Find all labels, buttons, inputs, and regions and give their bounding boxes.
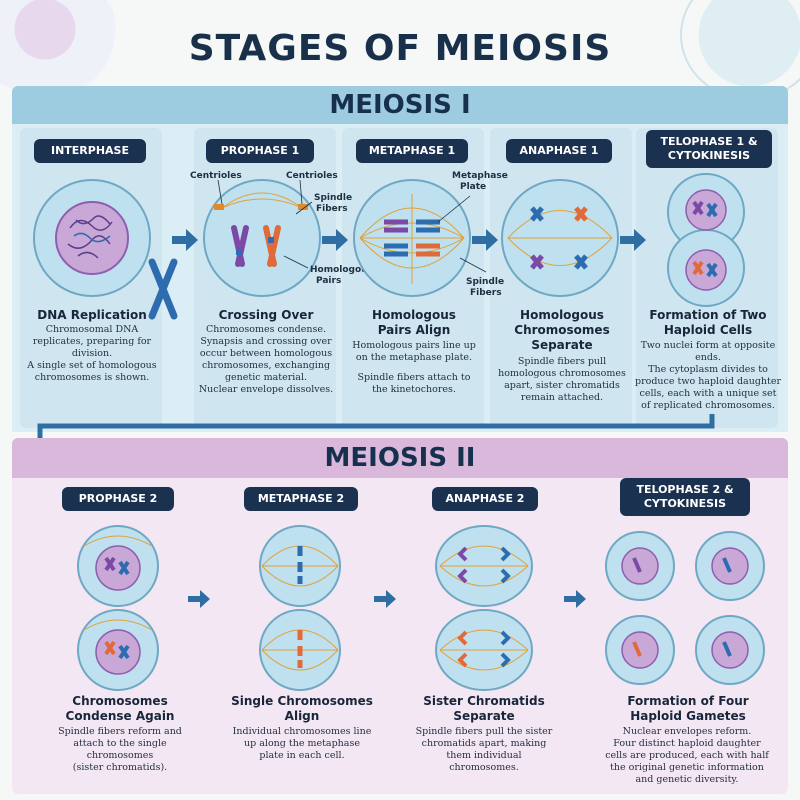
prophase-1-desc: Chromosomes condense. Synapsis and cross…: [198, 324, 334, 395]
telophase-2-label: TELOPHASE 2 & CYTOKINESIS: [620, 478, 750, 516]
metaphase-2-title: Single Chromosomes Align: [231, 694, 373, 723]
metaphase-2-desc: Individual chromosomes line up along the…: [232, 726, 372, 761]
meiosis-2-heading: MEIOSIS II: [324, 443, 476, 473]
telophase-2-label-line-2: CYTOKINESIS: [643, 497, 727, 510]
anaphase-1-label: ANAPHASE 1: [506, 139, 612, 163]
prophase-2-cells: [77, 525, 159, 691]
prophase-1-title: Crossing Over: [218, 308, 314, 322]
centrioles-left-annotation: Centrioles: [190, 171, 242, 181]
meiosis-1-header-band: [12, 86, 788, 124]
telophase-1-label: TELOPHASE 1 & CYTOKINESIS: [646, 130, 772, 168]
metaphase-annotation: Metaphase: [452, 171, 508, 181]
interphase-label: INTERPHASE: [34, 139, 146, 163]
homologous-annotation: Homologous: [310, 265, 373, 275]
prophase-2-label: PROPHASE 2: [62, 487, 174, 511]
telophase-1-label-line-2: CYTOKINESIS: [667, 149, 751, 162]
metaphase-1-cell: [353, 179, 471, 297]
interphase-cell: [33, 179, 151, 297]
telophase-2-gametes: [605, 531, 765, 685]
meiosis-2-flow-arrows: [188, 590, 586, 608]
pairs-annotation: Pairs: [316, 276, 341, 286]
telophase-1-cells: [667, 173, 745, 307]
anaphase-1-title: Homologous Chromosomes Separate: [514, 308, 610, 352]
metaphase-1-desc: Homologous pairs line up on the metaphas…: [352, 340, 476, 395]
telophase-2-label-line-1: TELOPHASE 2 &: [636, 483, 734, 496]
metaphase-2-label: METAPHASE 2: [244, 487, 358, 511]
prophase-1-label: PROPHASE 1: [206, 139, 314, 163]
anaphase-1-cell: [501, 179, 619, 297]
telophase-1-label-line-1: TELOPHASE 1 &: [660, 135, 758, 148]
anaphase-1-desc: Spindle fibers pull homologous chromosom…: [498, 356, 626, 403]
spindle-fibers-annotation-spindle: Spindle: [466, 277, 504, 287]
fibers-annotation: Fibers: [316, 204, 348, 214]
anaphase-2-title: Sister Chromatids Separate: [423, 694, 545, 723]
anaphase-2-desc: Spindle fibers pull the sister chromatid…: [415, 726, 553, 773]
prophase-2-title: Chromosomes Condense Again: [65, 694, 175, 723]
telophase-1-desc: Two nuclei form at opposite ends. The cy…: [635, 340, 781, 411]
spindle-annotation: Spindle: [314, 193, 352, 203]
interphase-title: DNA Replication: [37, 308, 147, 322]
prophase-2-desc: Spindle fibers reform and attach to the …: [58, 726, 182, 773]
meiosis-1-flow-arrows: [172, 229, 646, 251]
spindle-fibers-annotation-fibers: Fibers: [470, 288, 502, 298]
metaphase-1-title: Homologous Pairs Align: [372, 308, 456, 337]
meiosis-1-heading: MEIOSIS I: [329, 90, 471, 120]
plate-annotation: Plate: [460, 182, 486, 192]
anaphase-2-label: ANAPHASE 2: [432, 487, 538, 511]
telophase-1-title: Formation of Two Haploid Cells: [649, 308, 767, 337]
anaphase-2-cells: [435, 525, 533, 691]
interphase-desc: Chromosomal DNA replicates, preparing fo…: [27, 324, 157, 383]
metaphase-2-cells: [259, 525, 341, 691]
telophase-2-title: Formation of Four Haploid Gametes: [627, 694, 749, 723]
metaphase-1-label: METAPHASE 1: [356, 139, 468, 163]
meiosis-2-header-band: [12, 438, 788, 478]
page-title: STAGES OF MEIOSIS: [188, 28, 612, 69]
centrioles-right-annotation: Centrioles: [286, 171, 338, 181]
telophase-2-desc: Nuclear envelopes reform. Four distinct …: [605, 726, 769, 785]
replicated-chromosome-icon: [148, 258, 178, 320]
prophase-1-cell: [203, 179, 321, 297]
